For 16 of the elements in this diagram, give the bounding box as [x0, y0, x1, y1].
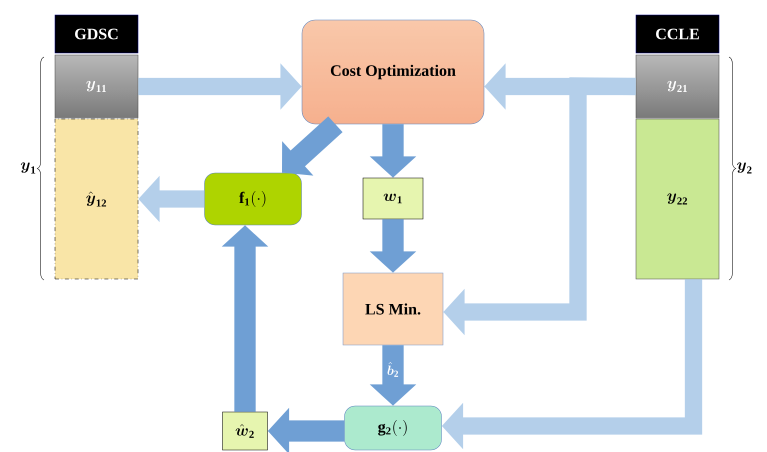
- math-label: $\boldsymbol{y}_{\mathbf{1}}$: [20, 162, 36, 174]
- function-box: $\mathbf{g}_{\mathbf{2}}(\cdot)$: [344, 406, 442, 450]
- weight-box: $\hat{\boldsymbol{w}}_{\mathbf{2}}$: [222, 412, 268, 450]
- data-block: $\boldsymbol{y}_{\mathbf{21}}$: [636, 54, 720, 118]
- edge-label: $\hat{\boldsymbol{b}}_{\mathbf{2}}$: [386, 360, 400, 378]
- data-block: $\boldsymbol{y}_{\mathbf{11}}$: [54, 54, 138, 118]
- process-box: Cost Optimization: [302, 20, 484, 124]
- process-box: LS Min.: [342, 272, 444, 346]
- dataset-header: CCLE: [636, 14, 720, 54]
- data-block: $\hat{\boldsymbol{y}}_{\mathbf{12}}$: [54, 118, 138, 280]
- math-label: $\boldsymbol{y}_{\mathbf{2}}$: [737, 162, 752, 174]
- block-arrow: [282, 116, 343, 176]
- dataset-header: GDSC: [54, 14, 138, 54]
- weight-box: $\boldsymbol{w}_{\mathbf{1}}$: [362, 178, 424, 220]
- data-block: $\boldsymbol{y}_{\mathbf{22}}$: [636, 118, 720, 280]
- function-box: $\mathbf{f}_{\mathbf{1}}(\cdot)$: [204, 172, 302, 226]
